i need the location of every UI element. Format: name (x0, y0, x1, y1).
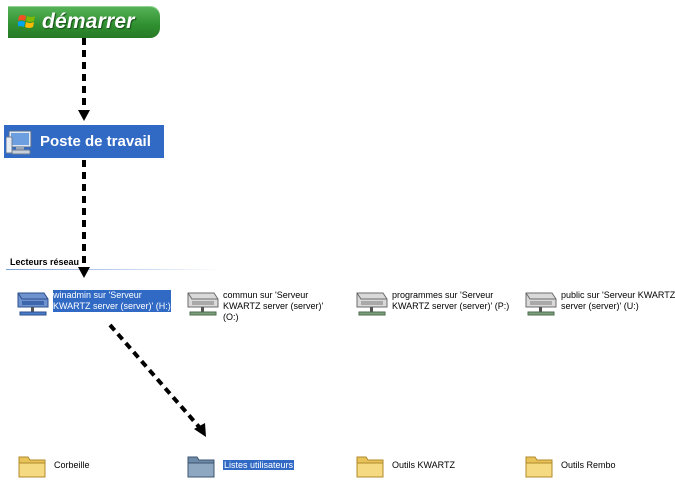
my-computer-label: Poste de travail (40, 133, 151, 150)
start-button[interactable]: démarrer (8, 6, 160, 38)
network-drive-label: winadmin sur 'Serveur KWARTZ server (ser… (53, 290, 171, 312)
folder-label: Corbeille (54, 460, 90, 470)
network-drive-h[interactable]: winadmin sur 'Serveur KWARTZ server (ser… (14, 287, 171, 319)
folder-icon (18, 456, 46, 478)
network-drive-u[interactable]: public sur 'Serveur KWARTZ server (serve… (522, 287, 675, 319)
folder-listes-utilisateurs[interactable]: Listes utilisateurs (186, 451, 295, 479)
arrow-computer-to-drives (78, 160, 90, 278)
section-title-network-drives: Lecteurs réseau (10, 257, 80, 267)
network-drive-label: programmes sur 'Serveur KWARTZ server (s… (392, 290, 510, 311)
folder-label: Listes utilisateurs (223, 460, 295, 470)
network-drive-o[interactable]: commun sur 'Serveur KWARTZ server (serve… (184, 287, 341, 323)
folder-icon (187, 456, 215, 478)
network-drive-icon (187, 292, 219, 316)
folder-outils-rembo[interactable]: Outils Rembo (524, 451, 616, 479)
my-computer-icon (6, 130, 32, 154)
network-drive-icon (17, 292, 49, 316)
folder-icon (356, 456, 384, 478)
arrow-drive-to-folder (108, 323, 206, 437)
folder-corbeille[interactable]: Corbeille (17, 451, 90, 479)
folder-outils-kwartz[interactable]: Outils KWARTZ (355, 451, 455, 479)
my-computer-item[interactable]: Poste de travail (4, 125, 164, 158)
network-drive-label: commun sur 'Serveur KWARTZ server (serve… (223, 290, 324, 322)
folder-icon (525, 456, 553, 478)
windows-flag-icon (18, 15, 35, 28)
folder-label: Outils KWARTZ (392, 460, 456, 470)
start-label: démarrer (42, 10, 135, 33)
network-drive-icon (525, 292, 557, 316)
section-divider (6, 269, 220, 270)
network-drive-p[interactable]: programmes sur 'Serveur KWARTZ server (s… (353, 287, 510, 319)
arrow-start-to-computer (78, 38, 90, 121)
folder-label: Outils Rembo (561, 460, 616, 470)
network-drive-icon (356, 292, 388, 316)
network-drive-label: public sur 'Serveur KWARTZ server (serve… (561, 290, 675, 311)
